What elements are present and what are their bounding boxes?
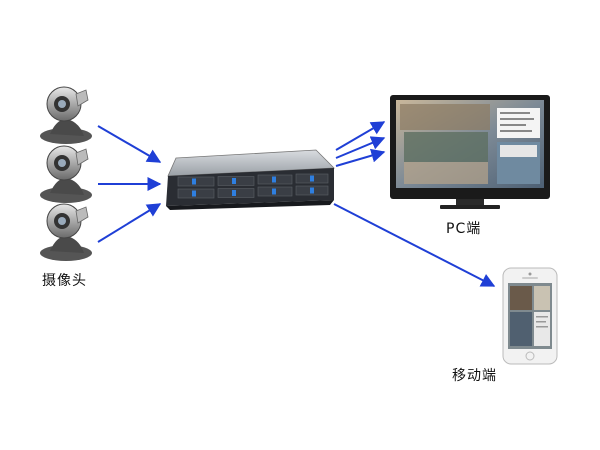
monitor-screen-content	[400, 104, 540, 184]
pc-label: PC端	[446, 221, 482, 237]
arrow-camera-1	[97, 125, 162, 163]
arrow-camera-3	[97, 203, 162, 243]
smartphone-icon	[502, 267, 558, 365]
arrow-pc-1	[335, 121, 386, 151]
server-to-pc-arrows	[335, 121, 386, 167]
arrow-mobile	[333, 203, 496, 287]
camera-to-server-arrows	[97, 125, 162, 243]
camera-label: 摄像头	[42, 273, 87, 289]
drive-bays	[177, 173, 329, 199]
webcam-icon	[40, 86, 92, 144]
rack-server-icon	[166, 149, 335, 210]
webcam-icon	[40, 145, 92, 203]
webcam-icon	[40, 203, 92, 261]
arrow-pc-2	[335, 136, 386, 159]
mobile-label: 移动端	[452, 368, 497, 384]
monitor-icon	[390, 95, 550, 209]
arrow-pc-3	[335, 148, 386, 167]
phone-screen-content	[510, 286, 550, 346]
